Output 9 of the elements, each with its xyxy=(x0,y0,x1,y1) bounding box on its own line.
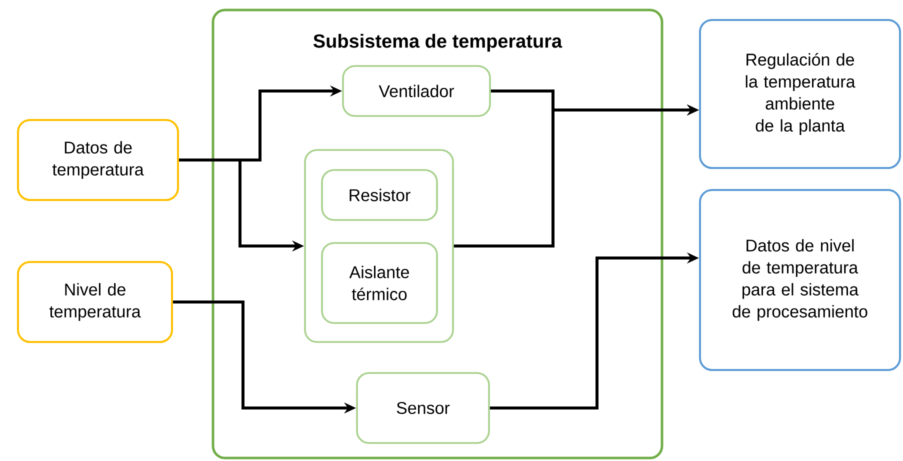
process-box: Resistor xyxy=(321,169,438,221)
process-box: Sensor xyxy=(356,372,490,444)
input-box: Datos de temperatura xyxy=(17,119,179,201)
output-box: Datos de nivel de temperatura para el sistema de procesamiento xyxy=(699,189,901,371)
process-box: Ventilador xyxy=(342,65,491,117)
output-box: Regulación de la temperatura ambiente de la planta xyxy=(699,19,901,169)
process-box: Aislante térmico xyxy=(321,242,438,324)
input-box: Nivel de temperatura xyxy=(17,261,173,343)
group-box xyxy=(304,149,454,343)
